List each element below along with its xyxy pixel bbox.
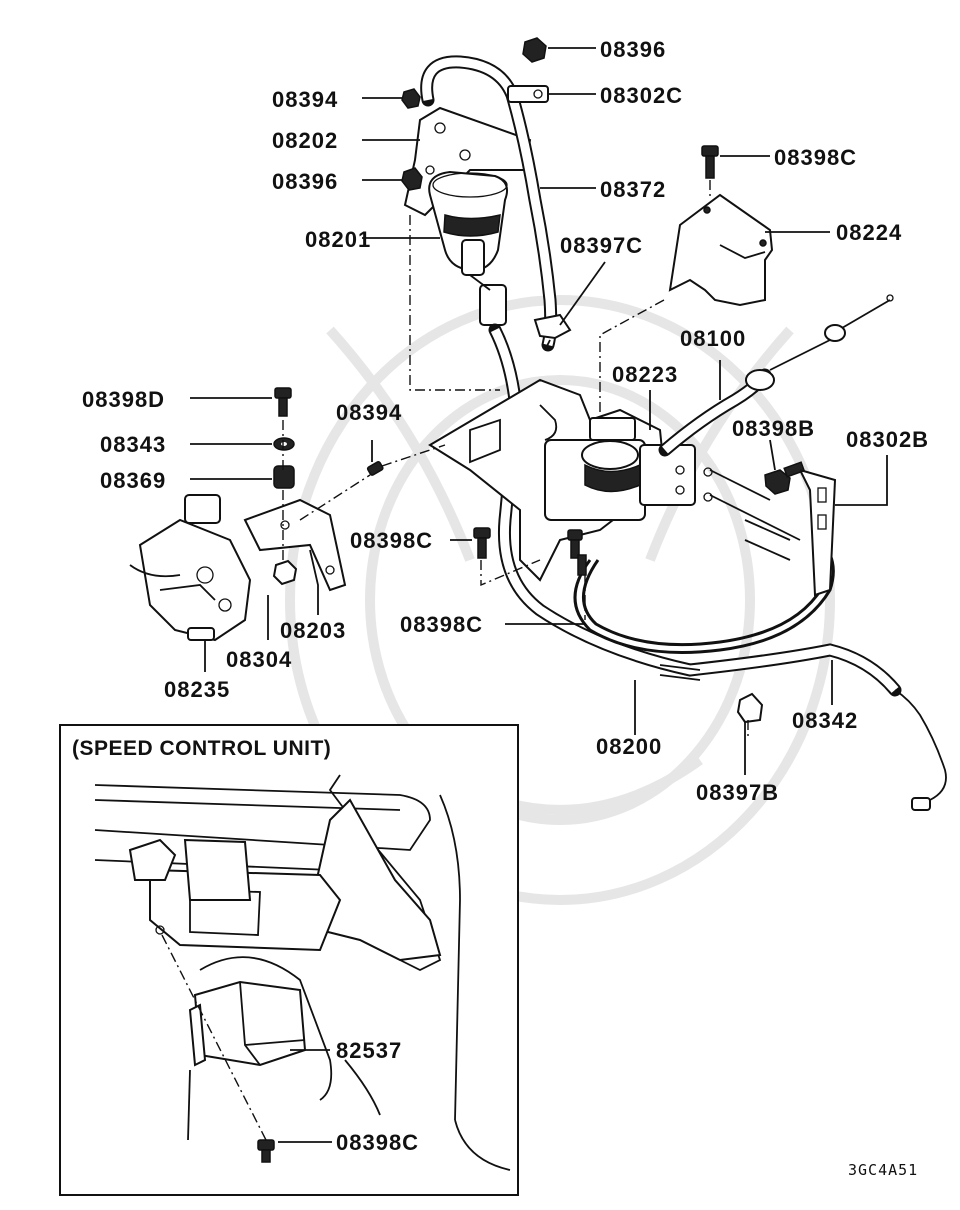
bolt-08398C-mid <box>473 527 491 559</box>
actuator-cover <box>668 193 774 307</box>
mounting-guide-lines <box>282 180 836 740</box>
label-08398D: 08398D <box>82 387 165 412</box>
throttle-cable <box>658 294 894 457</box>
leader-lines <box>190 47 888 775</box>
clip-08397B <box>736 692 764 724</box>
label-08302B: 08302B <box>846 427 929 452</box>
bolt-08398D <box>274 387 292 417</box>
label-08200: 08200 <box>596 734 662 759</box>
figure-code: 3GC4A51 <box>848 1161 918 1179</box>
label-08203: 08203 <box>280 618 346 643</box>
label-08397B: 08397B <box>696 780 779 805</box>
label-08223: 08223 <box>612 362 678 387</box>
label-08304: 08304 <box>226 647 292 672</box>
label-08372: 08372 <box>600 177 666 202</box>
label-08396-mid: 08396 <box>272 169 338 194</box>
label-08342: 08342 <box>792 708 858 733</box>
nut-08396-mid <box>401 167 423 191</box>
label-08398C-top: 08398C <box>774 145 857 170</box>
vacuum-pump <box>129 494 252 642</box>
nut-08304 <box>272 559 298 586</box>
inset-speed-control-unit: (SPEED CONTROL UNIT) 82537 08398C <box>59 724 519 1196</box>
label-08369: 08369 <box>100 468 166 493</box>
nut-08394-top <box>401 88 421 109</box>
vacuum-hose <box>420 55 558 352</box>
label-08398C-low: 08398C <box>400 612 483 637</box>
bracket-08302B <box>703 467 837 597</box>
label-08343: 08343 <box>100 432 166 457</box>
label-08100: 08100 <box>680 326 746 351</box>
label-08396-top: 08396 <box>600 37 666 62</box>
clip-08397C <box>533 313 572 351</box>
pump-bracket <box>243 498 347 592</box>
label-08394-top: 08394 <box>272 87 338 112</box>
label-82537: 82537 <box>336 1038 402 1063</box>
inset-title: (SPEED CONTROL UNIT) <box>72 737 331 760</box>
label-08224: 08224 <box>836 220 902 245</box>
label-08302C: 08302C <box>600 83 683 108</box>
watermark-emblem <box>285 295 835 905</box>
bolt-08394-mid <box>366 461 384 476</box>
label-08201: 08201 <box>305 227 371 252</box>
label-08398B: 08398B <box>732 416 815 441</box>
label-08202: 08202 <box>272 128 338 153</box>
label-08398C-mid: 08398C <box>350 528 433 553</box>
servo-actuator <box>544 417 696 521</box>
washer-08343 <box>273 437 295 451</box>
part-labels: 08396 08302C 08394 08202 08396 08372 083… <box>82 37 929 805</box>
bolt-08398C-low <box>567 529 587 576</box>
clamp-08302C <box>507 85 549 103</box>
nut-08396-top <box>522 37 547 63</box>
label-08394-mid: 08394 <box>336 400 402 425</box>
label-08397C: 08397C <box>560 233 643 258</box>
bolt-08398B <box>764 461 806 495</box>
cable-loop <box>573 538 835 654</box>
label-08235: 08235 <box>164 677 230 702</box>
bolt-08398C-top <box>701 145 719 179</box>
grommet-08369 <box>273 465 295 489</box>
label-08398C-inset: 08398C <box>336 1130 419 1155</box>
actuator-cylinder <box>428 170 508 326</box>
